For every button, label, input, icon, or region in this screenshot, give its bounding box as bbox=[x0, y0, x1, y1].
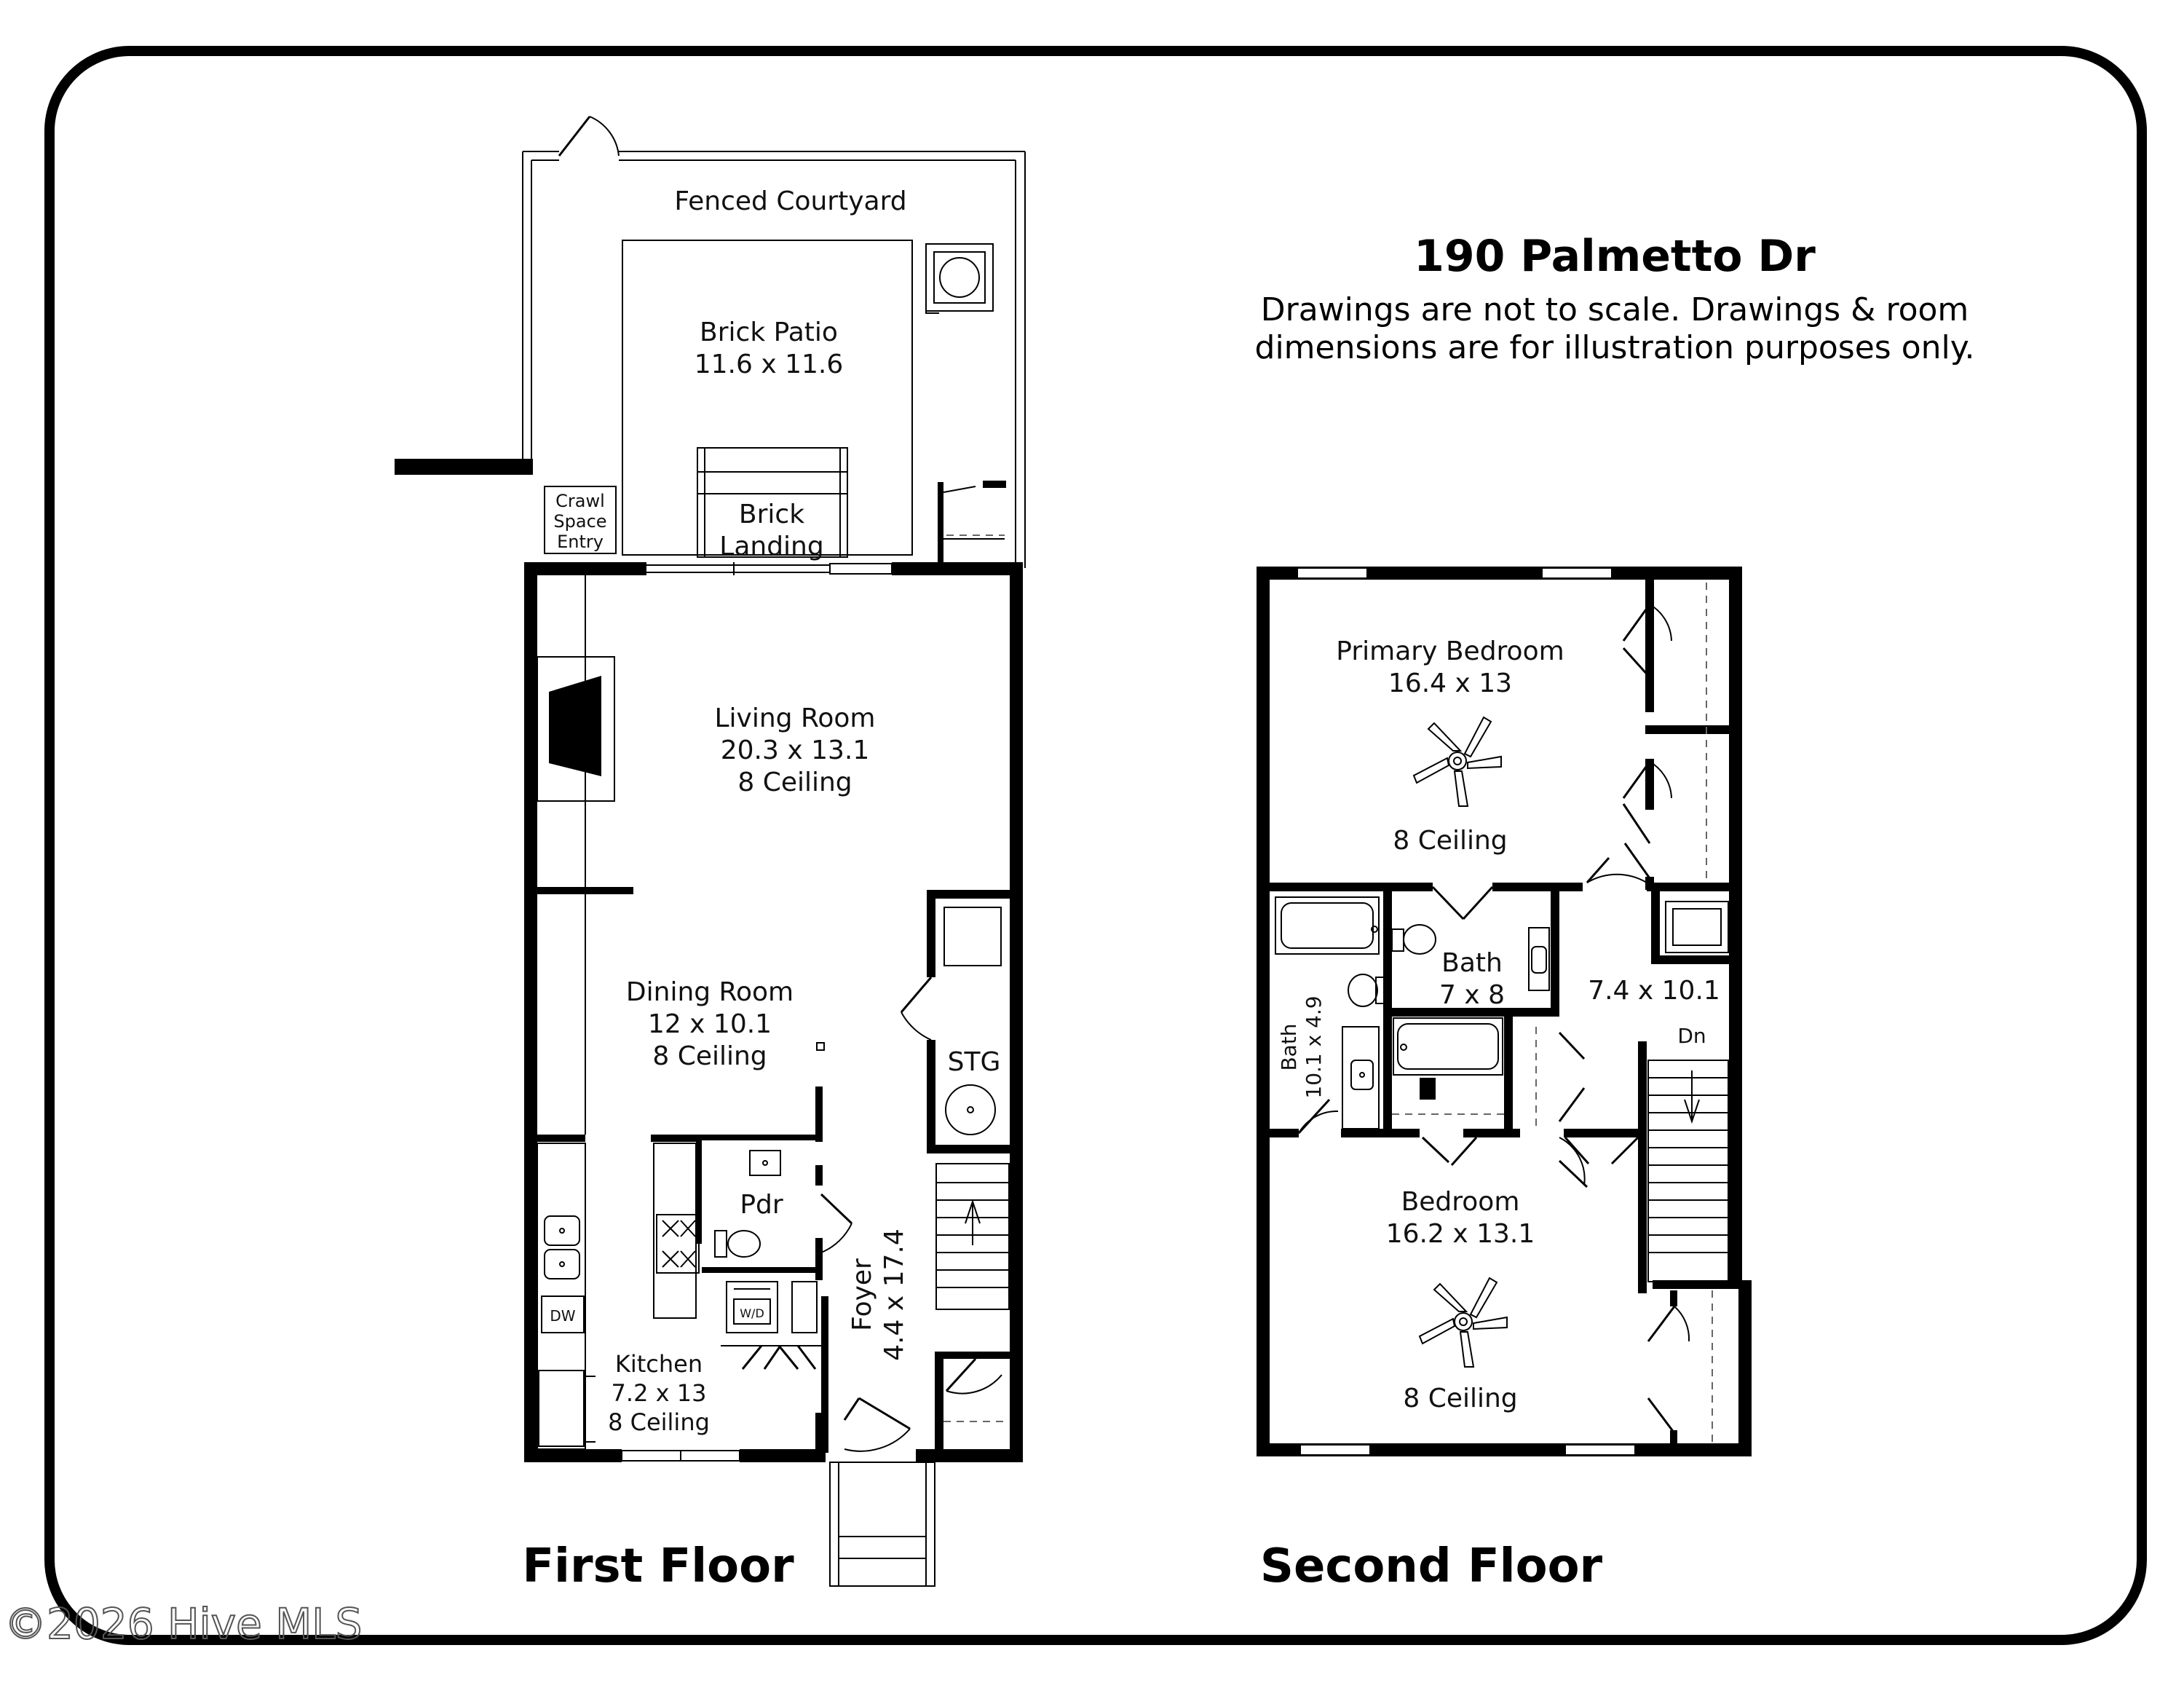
bedroom-ceiling: 8 Ceiling bbox=[1403, 1384, 1517, 1413]
dining-room-ceiling: 8 Ceiling bbox=[652, 1041, 767, 1071]
bath-center-label: Bath bbox=[1441, 948, 1503, 978]
primary-bedroom-label: Primary Bedroom bbox=[1336, 636, 1564, 666]
primary-window-1 bbox=[1297, 567, 1368, 579]
primary-bedroom-ceiling: 8 Ceiling bbox=[1393, 826, 1507, 856]
second-floor-stair bbox=[1647, 1060, 1729, 1282]
dining-light bbox=[816, 1042, 825, 1051]
property-address: 190 Palmetto Dr bbox=[1414, 231, 1816, 282]
laundry-closet bbox=[721, 1281, 821, 1370]
bath-center-fixtures bbox=[1391, 924, 1550, 1076]
storage-label: STG bbox=[948, 1047, 1001, 1077]
brick-patio-outline bbox=[622, 240, 913, 556]
living-room-label: Living Room bbox=[715, 703, 876, 733]
first-floor-title: First Floor bbox=[522, 1539, 794, 1593]
bath-side-dims: 10.1 x 4.9 bbox=[1302, 995, 1326, 1098]
first-floor-walls bbox=[524, 562, 1023, 1462]
side-bath-fixtures bbox=[1275, 896, 1385, 1135]
bedroom-closet-doors bbox=[1647, 1290, 1713, 1446]
brick-landing-label-2: Landing bbox=[719, 532, 823, 561]
powder-label: Pdr bbox=[740, 1190, 783, 1220]
second-floor-title: Second Floor bbox=[1260, 1539, 1603, 1593]
courtyard-fence bbox=[522, 116, 1026, 568]
storage-door bbox=[900, 977, 933, 1041]
living-room-ceiling: 8 Ceiling bbox=[737, 768, 852, 797]
watermark-text: ©2026 Hive MLS bbox=[4, 1599, 362, 1649]
water-heater bbox=[945, 1084, 996, 1135]
storage-shelf bbox=[943, 907, 1002, 966]
bedroom-window-2 bbox=[1564, 1444, 1636, 1456]
bedroom-ceiling-fan bbox=[1418, 1277, 1508, 1368]
foyer-dims: 4.4 x 17.4 bbox=[879, 1228, 909, 1361]
hall-linen-closet bbox=[1392, 1027, 1586, 1126]
primary-bedroom-dims: 16.4 x 13 bbox=[1388, 669, 1512, 698]
ac-unit bbox=[925, 243, 994, 314]
bath-center-door bbox=[1431, 886, 1494, 920]
page-frame bbox=[44, 46, 2147, 1645]
dining-room-label: Dining Room bbox=[626, 977, 794, 1007]
foyer-label: Foyer bbox=[847, 1258, 877, 1331]
front-steps bbox=[829, 1462, 935, 1587]
bath-center-dims: 7 x 8 bbox=[1439, 980, 1505, 1010]
second-floor-walls bbox=[1257, 567, 1752, 1456]
disclaimer-line-1: Drawings are not to scale. Drawings & ro… bbox=[1261, 291, 1969, 328]
crawl-space-label-3: Entry bbox=[557, 532, 604, 552]
crawl-space-box bbox=[544, 486, 617, 554]
front-door bbox=[843, 1397, 911, 1452]
primary-window-2 bbox=[1541, 567, 1613, 579]
bedroom-dims: 16.2 x 13.1 bbox=[1386, 1219, 1535, 1249]
sliding-door bbox=[646, 562, 830, 575]
rear-window bbox=[829, 563, 893, 575]
first-floor-plan: Fenced Courtyard Brick Patio 11.6 x 11.6… bbox=[395, 116, 1026, 1587]
hall-storage-box bbox=[1665, 901, 1729, 953]
dishwasher-label: DW bbox=[550, 1307, 575, 1325]
powder-door bbox=[820, 1193, 853, 1253]
foyer-stair bbox=[935, 1163, 1010, 1310]
second-floor-plan: Primary Bedroom 16.4 x 13 8 Ceiling Bath… bbox=[1257, 567, 1752, 1456]
crawl-space-label-1: Crawl bbox=[555, 491, 605, 511]
fenced-courtyard-label: Fenced Courtyard bbox=[674, 186, 906, 216]
crawl-space-label-2: Space bbox=[553, 511, 606, 532]
brick-patio-dims: 11.6 x 11.6 bbox=[695, 350, 844, 379]
laundry-label: W/D bbox=[740, 1306, 764, 1320]
exterior-wall-stub bbox=[395, 459, 533, 475]
fireplace bbox=[537, 575, 615, 1135]
primary-closet-doors bbox=[1586, 583, 1707, 883]
brick-landing bbox=[697, 447, 848, 558]
disclaimer-line-2: dimensions are for illustration purposes… bbox=[1255, 329, 1975, 366]
primary-ceiling-fan bbox=[1412, 716, 1502, 807]
powder-fixtures bbox=[714, 1150, 781, 1258]
stair-down-label: Dn bbox=[1677, 1024, 1706, 1048]
bedroom-window-1 bbox=[1299, 1444, 1371, 1456]
kitchen-counters bbox=[537, 1143, 700, 1450]
kitchen-dims: 7.2 x 13 bbox=[612, 1379, 707, 1407]
bedroom-doors bbox=[1421, 1136, 1639, 1188]
hall-dims: 7.4 x 10.1 bbox=[1588, 976, 1720, 1006]
hall-storage-inner bbox=[1672, 908, 1722, 946]
rear-steps bbox=[938, 481, 1006, 562]
brick-landing-label-1: Brick bbox=[739, 500, 804, 529]
brick-patio-label: Brick Patio bbox=[700, 318, 838, 347]
kitchen-ceiling: 8 Ceiling bbox=[608, 1408, 710, 1436]
bedroom-label: Bedroom bbox=[1401, 1187, 1520, 1217]
kitchen-label: Kitchen bbox=[615, 1350, 703, 1378]
bath-side-label: Bath bbox=[1277, 1023, 1301, 1070]
living-room-dims: 20.3 x 13.1 bbox=[721, 735, 870, 765]
foyer-closet bbox=[935, 1352, 1010, 1449]
dining-room-dims: 12 x 10.1 bbox=[648, 1009, 772, 1039]
